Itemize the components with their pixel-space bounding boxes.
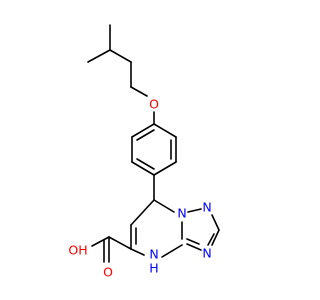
bond [131, 161, 155, 176]
bond [131, 123, 155, 138]
atom-labels: O N N N N H O OH [68, 97, 211, 280]
ring-nitrogen-right-label: N [202, 200, 211, 215]
bond [136, 158, 155, 170]
amine-n-label: N [149, 247, 158, 262]
bond [211, 229, 220, 246]
bond [87, 49, 111, 63]
bond [186, 238, 200, 245]
hydroxyl-label: OH [68, 243, 87, 258]
ring-nitrogen-top-label: N [177, 206, 186, 221]
bond [186, 243, 202, 251]
bonds [87, 24, 220, 263]
ring-nitrogen-bottom-label: N [202, 246, 211, 261]
carbonyl-oxygen-label: O [103, 265, 113, 280]
bond [130, 199, 155, 226]
bond [109, 49, 132, 63]
chemical-structure: O N N N N H O OH [68, 24, 220, 280]
ether-oxygen-label: O [149, 97, 159, 112]
bond [153, 161, 177, 176]
bond [207, 233, 215, 246]
bond [187, 208, 202, 213]
bond [130, 86, 148, 97]
bond [161, 244, 183, 258]
bond [153, 123, 177, 138]
amine-h-label: H [149, 261, 158, 276]
bond [130, 248, 145, 256]
bond [153, 199, 175, 213]
bond [211, 214, 220, 231]
bond [136, 129, 155, 141]
bond [108, 236, 132, 250]
bond [91, 236, 110, 247]
